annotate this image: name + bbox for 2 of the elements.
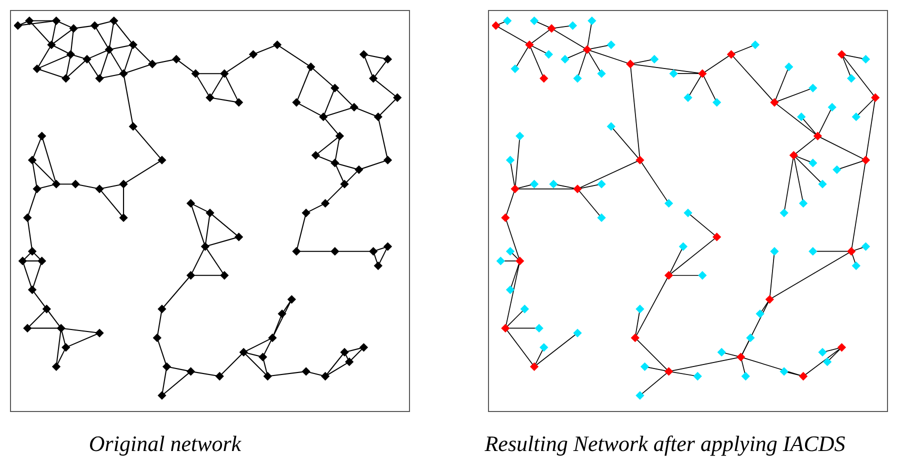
figure-caption: Original network	[88, 430, 242, 458]
figure-caption: Resulting Network after applying IACDS	[484, 430, 846, 458]
